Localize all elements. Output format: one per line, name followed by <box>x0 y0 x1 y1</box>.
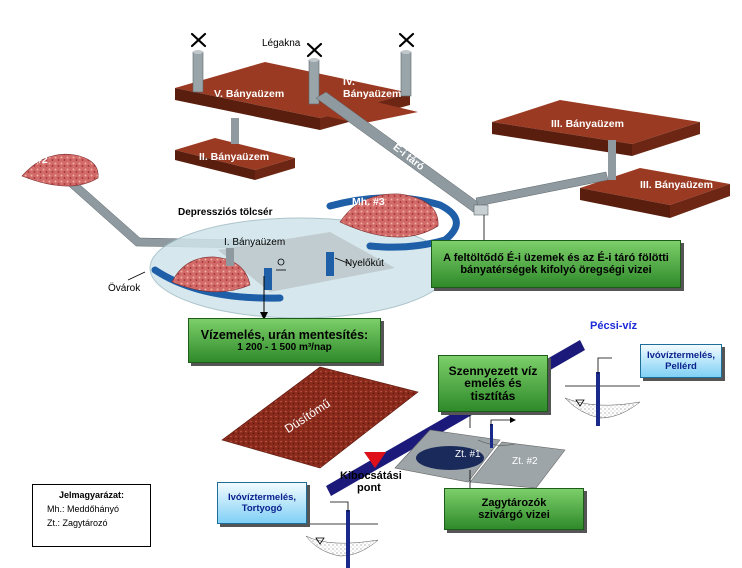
well-zt1 <box>477 417 516 448</box>
box-szennyezett-viz: Szennyezett víz emelés és tisztítás <box>438 355 548 412</box>
box-szennyezett-line3: tisztítás <box>470 388 516 403</box>
label-zt1: Zt. #1 <box>455 449 481 460</box>
ventilation-shaft-right <box>400 50 412 97</box>
mine-block-iii-upper <box>492 100 700 156</box>
sinkhole-well <box>226 248 351 290</box>
box-szennyezett-line2: emelés és <box>464 376 522 391</box>
well-tortyogo <box>305 501 379 568</box>
label-legakna: Légakna <box>262 38 301 49</box>
pump-marker <box>260 258 286 320</box>
tunnel-portal <box>473 204 489 242</box>
label-iii-banyauzem-lower: III. Bányaüzem <box>640 179 713 191</box>
label-depresszios: Depressziós tölcsér <box>178 207 273 218</box>
ditch-pointer <box>127 271 146 281</box>
box-pellerd-line1: Ivóvíztermelés, <box>646 350 716 361</box>
ventilation-shaft-mid <box>308 58 320 105</box>
legend-title: Jelmagyarázat: <box>58 490 125 500</box>
ventilation-shaft-left <box>192 50 204 93</box>
label-zt2: Zt. #2 <box>512 456 538 467</box>
box-szennyezett-line1: Szennyezett víz <box>448 363 538 378</box>
box-vizemeles-line1: Vízemelés, urán mentesítés: <box>200 328 369 342</box>
label-ovarok: Övárok <box>108 283 141 294</box>
label-kibocsatasi-1: Kibocsátási <box>340 470 402 482</box>
connector-v-ii <box>231 118 239 144</box>
label-v-banyauzem: V. Bányaüzem <box>214 88 285 100</box>
waste-heap-2 <box>21 153 99 187</box>
connector-iii <box>608 140 616 180</box>
box-zagytarozok: Zagytározók szivárgó vizei <box>444 488 584 530</box>
well-pellerd <box>564 357 641 426</box>
mining-hammers-icon <box>190 32 415 58</box>
tailings-pond-1 <box>394 429 501 483</box>
discharge-point-marker <box>364 452 386 468</box>
box-zagytarozok-line1: Zagytározók <box>481 497 547 509</box>
label-iii-banyauzem-upper: III. Bányaüzem <box>551 118 624 130</box>
label-heap-3: Mh. #3 <box>352 196 385 208</box>
label-pecsi-viz: Pécsi-víz <box>590 320 638 332</box>
east-adit-tunnel <box>475 171 609 207</box>
label-iv-banyauzem-1: IV. <box>343 76 355 88</box>
mine-block-iii-lower <box>580 168 730 218</box>
processing-plant <box>221 366 419 469</box>
legend-zt: Zt.: Zagytározó <box>47 518 108 528</box>
box-vizemeles-line2: 1 200 - 1 500 m³/nap <box>237 342 332 353</box>
box-feltoltodo-line1: A feltöltődő É-i üzemek és az É-i táró f… <box>443 252 669 264</box>
label-nyelokut: Nyelőkút <box>345 258 384 269</box>
waste-heap-3 <box>339 193 439 238</box>
label-ii-banyauzem: II. Bányaüzem <box>199 151 270 163</box>
box-tortyogo-line2: Tortyogó <box>241 503 283 514</box>
box-zagytarozok-line2: szivárgó vizei <box>478 509 550 521</box>
box-pellerd-line2: Pellérd <box>665 361 697 372</box>
label-kibocsatasi-2: pont <box>357 482 381 494</box>
mine-block-ii <box>175 138 295 180</box>
legend-mh: Mh.: Meddőhányó <box>47 504 120 514</box>
box-feltoltodo-vizek: A feltöltődő É-i üzemek és az É-i táró f… <box>431 240 681 288</box>
label-i-banyauzem: I. Bányaüzem <box>224 237 286 248</box>
box-feltoltodo-line2: bányatérségek kifolyó öregségi vizei <box>460 264 652 276</box>
box-ivoviz-pellerd: Ivóvíztermelés, Pellérd <box>640 344 722 378</box>
label-iv-banyauzem-2: Bányaüzem <box>343 88 402 100</box>
label-heap-2: #2 <box>36 154 48 166</box>
box-vizemeles: Vízemelés, urán mentesítés: 1 200 - 1 50… <box>188 318 381 363</box>
tailings-pond-2 <box>469 441 566 489</box>
legend-box: Jelmagyarázat: Mh.: Meddőhányó Zt.: Zagy… <box>32 484 151 547</box>
box-tortyogo-line1: Ivóvíztermelés, <box>227 492 297 503</box>
box-ivoviz-tortyogo: Ivóvíztermelés, Tortyogó <box>217 482 307 524</box>
